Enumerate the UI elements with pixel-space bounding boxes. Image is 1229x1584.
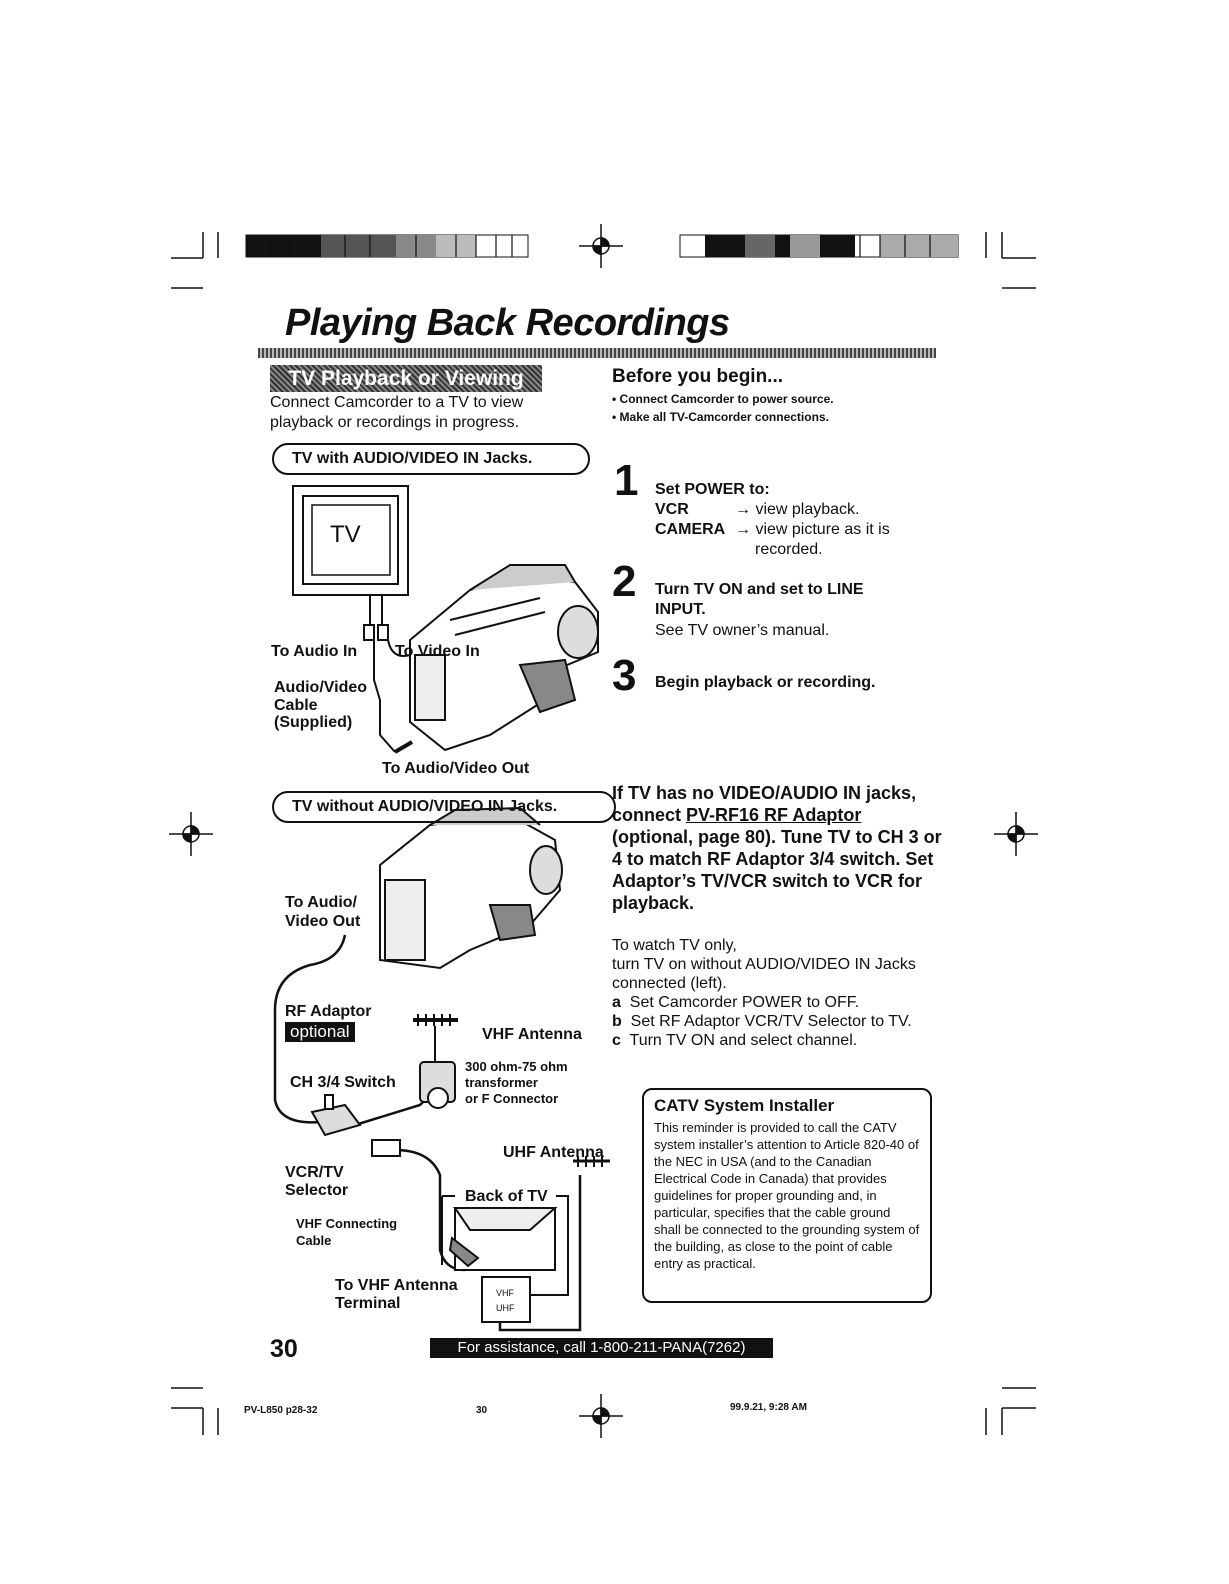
vcrtv-selector-label-1: VCR/TV	[285, 1164, 344, 1181]
to-av-out-label: To Audio/Video Out	[382, 760, 530, 777]
step-1-camera-value: → view picture as it is	[735, 521, 890, 538]
uhf-antenna-icon	[573, 1156, 610, 1167]
vhf-antenna-label: VHF Antenna	[482, 1026, 582, 1043]
step-1-vcr-key: VCR	[655, 501, 689, 518]
av-cable	[373, 640, 396, 753]
tv-label: TV	[330, 521, 361, 548]
catv-body: This reminder is provided to call the CA…	[654, 1120, 920, 1271]
registration-strip-right	[679, 234, 959, 258]
tv-illustration	[292, 485, 409, 641]
watch-tv-only: To watch TV only, turn TV on without AUD…	[612, 936, 942, 1050]
crop-marks	[171, 232, 1036, 1435]
to-audio-in-label: To Audio In	[271, 643, 358, 660]
vhf-cable-label-1: VHF Connecting	[296, 1216, 398, 1231]
list-item: b Set RF Adaptor VCR/TV Selector to TV.	[612, 1013, 912, 1030]
uhf-antenna-label: UHF Antenna	[503, 1144, 604, 1161]
page-title: Playing Back Recordings	[285, 302, 730, 344]
list-item: c Turn TV ON and select channel.	[612, 1032, 858, 1049]
transformer-label-2: transformer	[465, 1075, 538, 1090]
av-cable-label-1: Audio/Video	[274, 679, 368, 696]
camcorder-illustration-2	[379, 806, 563, 970]
uhf-terminal-label: UHF	[496, 1303, 515, 1313]
to-video-in-label: To Video In	[395, 643, 480, 660]
av-cable-label-3: (Supplied)	[274, 714, 353, 731]
rf-adaptor-label: RF Adaptor	[285, 1003, 372, 1020]
section-tab: TV Playback or Viewing	[270, 365, 542, 392]
rf-adaptor-box	[310, 1094, 401, 1157]
footer-file: PV-L850 p28-32	[244, 1405, 318, 1416]
before-bullet-2: • Make all TV-Camcorder connections.	[612, 410, 829, 424]
vcrtv-selector-label-2: Selector	[285, 1182, 349, 1199]
page-number: 30	[270, 1335, 298, 1363]
rf-adaptor-link[interactable]: PV-RF16 RF Adaptor	[686, 805, 862, 825]
transformer-label-3: or F Connector	[465, 1091, 559, 1106]
before-heading: Before you begin...	[612, 366, 784, 387]
to-vhf-terminal-label-1: To VHF Antenna	[335, 1277, 458, 1294]
ch-switch-label: CH 3/4 Switch	[290, 1074, 396, 1091]
step-1-camera-key: CAMERA	[655, 521, 726, 538]
list-item: a Set Camcorder POWER to OFF.	[612, 994, 860, 1011]
registration-strip-left	[245, 234, 529, 258]
vhf-cable-label-2: Cable	[296, 1233, 332, 1248]
footer-stamp: 99.9.21, 9:28 AM	[730, 1402, 807, 1413]
step-3-title: Begin playback or recording.	[655, 674, 876, 691]
step-1-title: Set POWER to:	[655, 481, 770, 498]
title-rule	[258, 348, 936, 358]
registration-target-marks	[169, 224, 1038, 1438]
optional-badge: optional	[285, 1022, 355, 1042]
no-av-jacks-instructions: If TV has no VIDEO/AUDIO IN jacks, conne…	[612, 783, 942, 913]
assistance-banner: For assistance, call 1-800-211-PANA(7262…	[430, 1338, 773, 1358]
to-av-out-label-2b: Video Out	[285, 913, 361, 930]
step-1-number: 1	[614, 456, 639, 505]
av-jacks-heading: TV with AUDIO/VIDEO IN Jacks.	[272, 443, 590, 475]
to-vhf-terminal-label-2: Terminal	[335, 1295, 401, 1312]
back-of-tv-label: Back of TV	[462, 1187, 551, 1206]
step-2-number: 2	[612, 557, 637, 606]
before-bullet-1: • Connect Camcorder to power source.	[612, 392, 834, 406]
back-of-tv-illustration	[441, 1195, 569, 1323]
catv-title: CATV System Installer	[654, 1096, 835, 1115]
transformer-label-1: 300 ohm-75 ohm	[465, 1059, 568, 1074]
step-3-number: 3	[612, 651, 637, 700]
step-2-note: See TV owner’s manual.	[655, 622, 830, 639]
step-1-camera-value-2: recorded.	[755, 541, 823, 558]
catv-installer-box: CATV System Installer This reminder is p…	[642, 1088, 932, 1303]
intro-text: Connect Camcorder to a TV to view playba…	[270, 394, 524, 431]
camcorder-illustration-1	[409, 564, 599, 752]
to-av-out-label-2a: To Audio/	[285, 894, 357, 911]
vhf-terminal-label: VHF	[496, 1288, 514, 1298]
step-2-title: Turn TV ON and set to LINE INPUT.	[655, 581, 864, 618]
footer-center: 30	[476, 1405, 488, 1416]
no-av-jacks-heading: TV without AUDIO/VIDEO IN Jacks.	[272, 791, 616, 823]
step-1-vcr-value: → view playback.	[735, 501, 860, 518]
vhf-antenna-illustration	[413, 1014, 458, 1109]
av-cable-label-2: Cable	[274, 697, 318, 714]
